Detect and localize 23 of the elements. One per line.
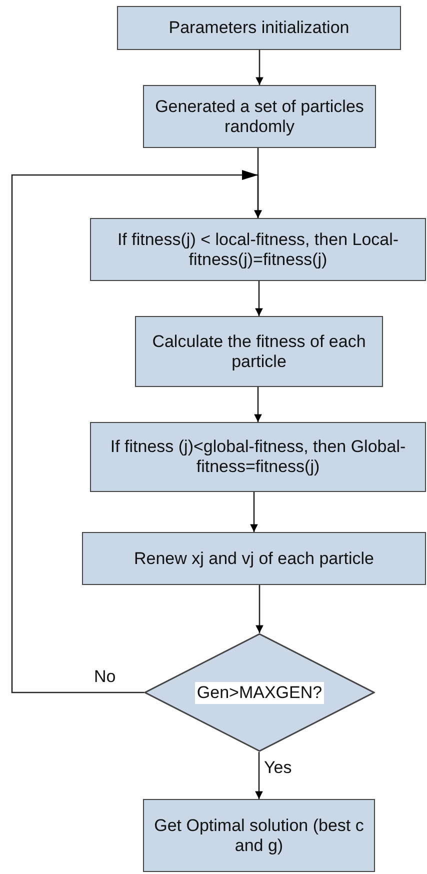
process-box [82, 532, 426, 585]
arrow [256, 50, 264, 85]
arrow [256, 585, 264, 633]
process-box [90, 422, 426, 492]
arrow [254, 387, 262, 422]
process-text: If fitness(j) < local-fitness, then Local-fitness(j)=fitness(j) [116, 230, 400, 270]
process-box [143, 799, 375, 872]
arrow [255, 752, 263, 799]
decision-diamond [144, 633, 375, 752]
loop-arrow [11, 170, 262, 694]
process-box [135, 316, 383, 387]
process-text: Renew xj and vj of each particle [134, 548, 374, 568]
process-box [117, 6, 401, 50]
decision-text: Gen>MAXGEN? [194, 682, 324, 704]
process-text: Generated a set of particles randomly [154, 96, 365, 136]
process-box [143, 85, 376, 148]
process-text: Calculate the fitness of each particle [151, 332, 367, 372]
process-text: Parameters initialization [168, 18, 350, 38]
process-box [90, 218, 426, 281]
arrow [255, 281, 263, 316]
process-text: Get Optimal solution (best c and g) [153, 816, 365, 856]
process-text: If fitness (j)<global-fitness, then Global-fitness=fitness(j) [109, 437, 407, 477]
arrow [250, 492, 258, 532]
